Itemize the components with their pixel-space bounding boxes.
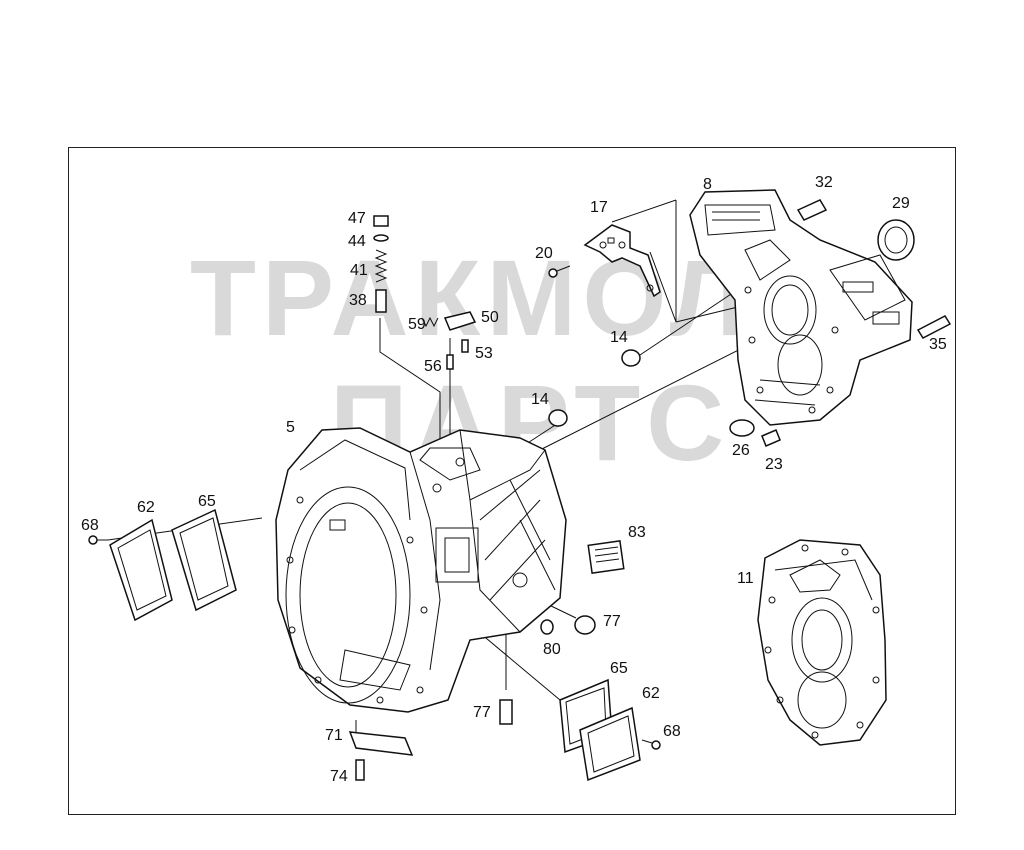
diagram-frame: [68, 147, 956, 815]
callout-53: 53: [475, 345, 493, 362]
callout-50: 50: [481, 309, 499, 326]
callout-44: 44: [348, 233, 366, 250]
callout-23: 23: [765, 456, 783, 473]
watermark-line1: ТРАКМОЛ: [190, 237, 752, 358]
callout-80: 80: [543, 641, 561, 658]
callout-62-right: 62: [642, 685, 660, 702]
callout-26: 26: [732, 442, 750, 459]
callout-41: 41: [350, 262, 368, 279]
callout-56: 56: [424, 358, 442, 375]
cover-11: [757, 539, 887, 746]
small-parts: [88, 199, 952, 782]
callout-labels: 47 44 41 38 59 50 56 53 17 20 8 32 29 14…: [81, 174, 947, 785]
callout-38: 38: [349, 292, 367, 309]
callout-65-left: 65: [198, 493, 216, 510]
callout-8: 8: [703, 176, 712, 193]
callout-83: 83: [628, 524, 646, 541]
callout-32: 32: [815, 174, 833, 191]
callout-77-right: 77: [603, 613, 621, 630]
callout-14-mid: 14: [531, 391, 549, 408]
callout-71: 71: [325, 727, 343, 744]
callout-35: 35: [929, 336, 947, 353]
bracket-17: [583, 224, 661, 298]
callout-62-left: 62: [137, 499, 155, 516]
callout-59: 59: [408, 316, 426, 333]
callout-74: 74: [330, 768, 348, 785]
callout-20: 20: [535, 245, 553, 262]
callout-14-upper: 14: [610, 329, 628, 346]
callout-77-bottom: 77: [473, 704, 491, 721]
callout-17: 17: [590, 199, 608, 216]
transmission-housing: [275, 427, 567, 713]
callout-68-left: 68: [81, 517, 99, 534]
callout-29: 29: [892, 195, 910, 212]
callout-65-right: 65: [610, 660, 628, 677]
callout-5: 5: [286, 419, 295, 436]
callout-47: 47: [348, 210, 366, 227]
callout-11: 11: [737, 570, 754, 587]
rear-cover: [689, 189, 913, 426]
callout-68-right: 68: [663, 723, 681, 740]
